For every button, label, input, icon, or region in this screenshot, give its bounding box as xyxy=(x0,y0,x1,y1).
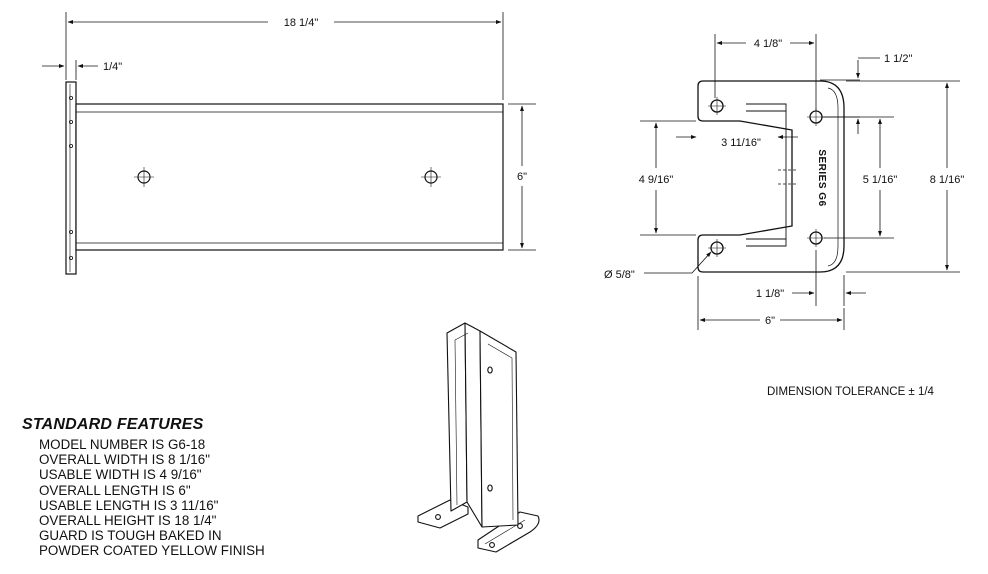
dim-side-length: 18 1/4" xyxy=(284,17,319,29)
feature-item: MODEL NUMBER IS G6-18 xyxy=(39,437,206,452)
top-hole-bottom-right xyxy=(807,229,825,247)
dim-side-height: 6" xyxy=(517,171,527,183)
dim-top-overall-length: 6" xyxy=(765,315,775,327)
dim-top-slot-width: 4 1/8" xyxy=(754,38,782,50)
side-mounting-hole-left xyxy=(134,167,154,187)
feature-item: OVERALL HEIGHT IS 18 1/4" xyxy=(39,513,217,529)
features-list: MODEL NUMBER IS G6-18 OVERALL WIDTH IS 8… xyxy=(39,437,265,559)
top-hole-bottom-left xyxy=(708,239,726,257)
side-view xyxy=(65,81,504,275)
top-view xyxy=(697,80,845,273)
dim-side-plate-thickness: 1/4" xyxy=(103,61,122,73)
standard-features: STANDARD FEATURES MODEL NUMBER IS G6-18 … xyxy=(22,416,265,559)
dim-top-hole-offset: 1 1/8" xyxy=(756,288,784,300)
dim-top-usable-length: 3 11/16" xyxy=(721,137,761,149)
side-base-plate xyxy=(65,81,77,275)
feature-item: POWDER COATED YELLOW FINISH xyxy=(39,543,265,559)
features-title: STANDARD FEATURES xyxy=(22,416,204,433)
top-hole-top-left xyxy=(708,97,726,115)
feature-item: OVERALL WIDTH IS 8 1/16" xyxy=(39,452,210,468)
feature-item: USABLE LENGTH IS 3 11/16" xyxy=(39,497,219,513)
side-mounting-hole-right xyxy=(421,167,441,187)
dim-top-hole-spacing: 5 1/16" xyxy=(863,174,898,186)
feature-item: USABLE WIDTH IS 4 9/16" xyxy=(39,467,202,483)
dim-top-radius: 1 1/2" xyxy=(884,53,912,65)
feature-item: OVERALL LENGTH IS 6" xyxy=(39,482,191,498)
top-view-outline xyxy=(697,80,845,273)
isometric-view xyxy=(417,322,540,553)
tolerance-note: DIMENSION TOLERANCE ± 1/4 xyxy=(767,386,934,398)
dim-top-hole-diameter: Ø 5/8" xyxy=(604,269,635,281)
dim-top-overall-width: 8 1/16" xyxy=(930,174,965,186)
part-marking: SERIES G6 xyxy=(816,149,827,206)
dim-top-usable-width: 4 9/16" xyxy=(639,174,674,186)
feature-item: GUARD IS TOUGH BAKED IN xyxy=(39,528,222,544)
